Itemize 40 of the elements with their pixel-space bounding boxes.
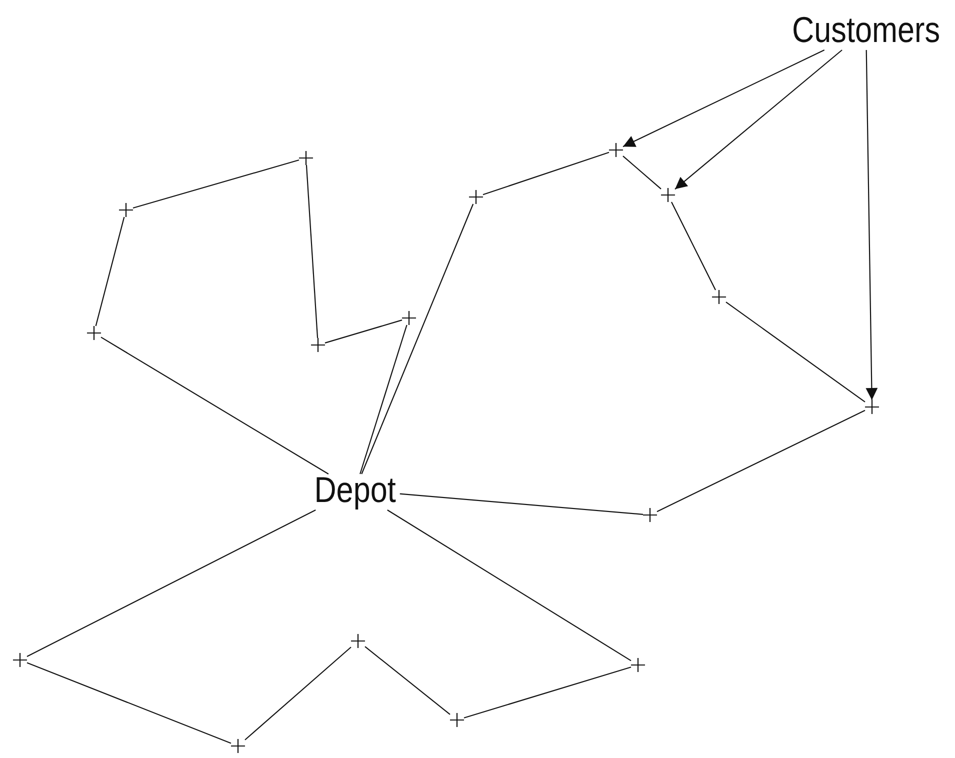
route-line — [671, 202, 716, 290]
cross-marker — [119, 203, 133, 217]
route-line — [726, 302, 866, 402]
route-line — [95, 216, 125, 326]
route-line — [100, 336, 329, 474]
cross-marker — [643, 508, 657, 522]
cross-marker — [865, 400, 879, 414]
cross-marker — [13, 653, 27, 667]
cross-marker — [631, 658, 645, 672]
cross-marker — [402, 311, 416, 325]
route-line — [324, 320, 402, 344]
cross-marker — [609, 143, 623, 157]
leader-arrow — [622, 50, 825, 148]
route-line — [387, 510, 632, 662]
route-line — [244, 646, 352, 740]
cross-marker — [311, 338, 325, 352]
cross-marker — [87, 326, 101, 340]
text-label: Customers — [792, 12, 940, 48]
route-line — [622, 156, 662, 190]
cross-marker — [450, 713, 464, 727]
leader-arrow — [866, 50, 878, 400]
cross-marker — [469, 190, 483, 204]
cross-marker — [231, 739, 245, 753]
route-line — [26, 662, 232, 744]
cross-marker — [712, 290, 726, 304]
route-line — [482, 152, 610, 196]
route-line — [656, 410, 866, 512]
text-label: Depot — [314, 472, 396, 508]
route-line — [26, 510, 316, 657]
cross-marker — [351, 634, 365, 648]
route-line — [364, 646, 450, 715]
route-line — [361, 204, 474, 474]
route-line — [400, 493, 644, 515]
cross-marker — [661, 188, 675, 202]
route-line — [132, 160, 300, 208]
leader-arrow — [674, 50, 842, 190]
route-line — [464, 666, 632, 718]
route-line — [360, 324, 408, 474]
cross-marker — [299, 151, 313, 165]
route-line — [306, 164, 318, 338]
